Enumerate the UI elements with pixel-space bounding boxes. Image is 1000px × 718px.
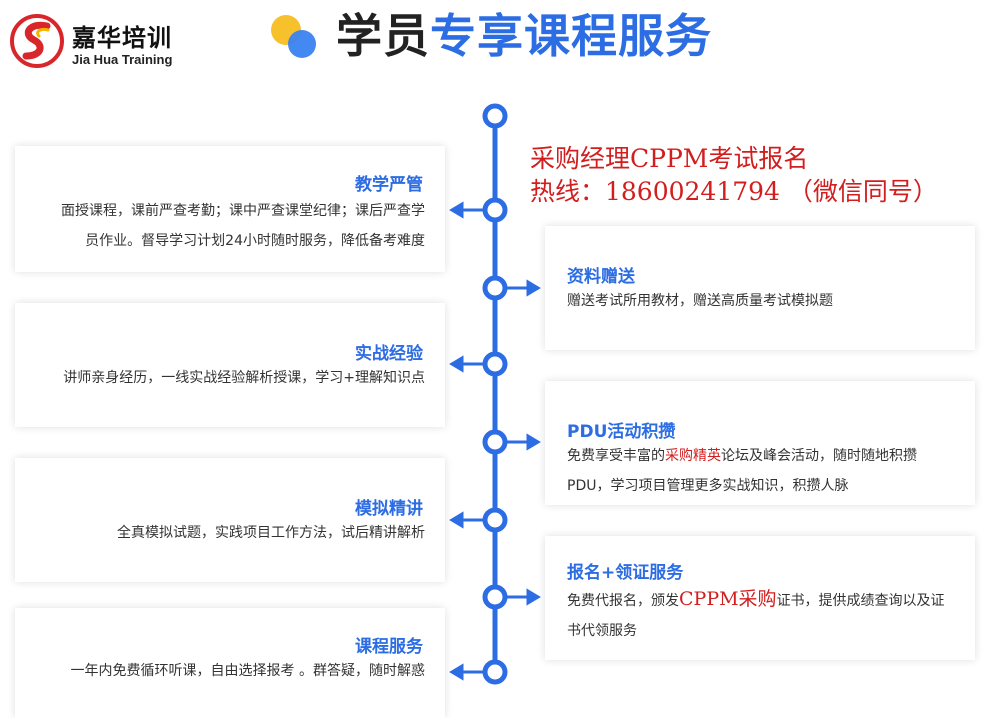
card-registration-certificate: 报名+领证服务 免费代报名，颁发CPPM采购证书，提供成绩查询以及证 书代领服务 bbox=[545, 536, 975, 660]
timeline-node bbox=[482, 659, 508, 685]
body-text: 免费享受丰富的 bbox=[567, 448, 665, 464]
card-body-line: 赠送考试所用教材，赠送高质量考试模拟题 bbox=[567, 293, 833, 309]
brand-emblem-icon bbox=[10, 14, 64, 68]
brand-name-en: Jia Hua Training bbox=[72, 52, 173, 67]
card-title: 资料赠送 bbox=[567, 267, 635, 287]
timeline-node bbox=[482, 275, 508, 301]
card-title: 报名+领证服务 bbox=[567, 563, 684, 583]
card-body: 讲师亲身经历，一线实战经验解析授课，学习+理解知识点 bbox=[63, 363, 425, 393]
card-mock-exam: 模拟精讲 全真模拟试题，实践项目工作方法，试后精讲解析 bbox=[15, 458, 445, 582]
body-text: 免费代报名，颁发 bbox=[567, 593, 679, 609]
card-body: 免费代报名，颁发CPPM采购证书，提供成绩查询以及证 书代领服务 bbox=[567, 584, 945, 646]
card-body-line: 讲师亲身经历，一线实战经验解析授课，学习+理解知识点 bbox=[63, 370, 425, 386]
card-body-line: 一年内免费循环听课，自由选择报考 。群答疑，随时解惑 bbox=[70, 663, 425, 679]
card-title: 实战经验 bbox=[355, 344, 423, 364]
card-practical-experience: 实战经验 讲师亲身经历，一线实战经验解析授课，学习+理解知识点 bbox=[15, 303, 445, 427]
timeline-node bbox=[482, 103, 508, 129]
card-body-line: 面授课程，课前严查考勤；课中严查课堂纪律；课后严查学 bbox=[61, 203, 425, 219]
card-course-service: 课程服务 一年内免费循环听课，自由选择报考 。群答疑，随时解惑 bbox=[15, 608, 445, 718]
card-body-line: 书代领服务 bbox=[567, 623, 637, 639]
card-body-line: 员作业。督导学习计划24小时随时服务，降低备考难度 bbox=[85, 233, 425, 249]
card-body: 一年内免费循环听课，自由选择报考 。群答疑，随时解惑 bbox=[71, 656, 425, 686]
card-title: 模拟精讲 bbox=[355, 499, 423, 519]
timeline bbox=[449, 103, 541, 685]
card-body-line: 免费享受丰富的采购精英论坛及峰会活动，随时随地积攒 bbox=[567, 441, 917, 471]
page-title-part1: 学员 bbox=[336, 9, 430, 63]
timeline-node bbox=[482, 507, 508, 533]
hotline-line2: 热线：18600241794 （微信同号） bbox=[530, 177, 938, 206]
highlight-text: 采购精英 bbox=[665, 448, 721, 464]
card-body-line: PDU，学习项目管理更多实战知识，积攒人脉 bbox=[567, 478, 849, 494]
card-teaching-management: 教学严管 面授课程，课前严查考勤；课中严查课堂纪律；课后严查学 员作业。督导学习… bbox=[15, 146, 445, 272]
card-body: 面授课程，课前严查考勤；课中严查课堂纪律；课后严查学 员作业。督导学习计划24小… bbox=[61, 196, 425, 256]
highlight-text: CPPM采购 bbox=[679, 588, 777, 610]
hotline-text: 采购经理CPPM考试报名 热线：18600241794 （微信同号） bbox=[530, 142, 938, 208]
card-body: 全真模拟试题，实践项目工作方法，试后精讲解析 bbox=[117, 518, 425, 548]
card-body-line: 全真模拟试题，实践项目工作方法，试后精讲解析 bbox=[117, 525, 425, 541]
card-body: 赠送考试所用教材，赠送高质量考试模拟题 bbox=[567, 286, 833, 316]
brand-logo: 嘉华培训 Jia Hua Training bbox=[10, 12, 195, 70]
card-body: 免费享受丰富的采购精英论坛及峰会活动，随时随地积攒 PDU，学习项目管理更多实战… bbox=[567, 441, 917, 501]
timeline-node bbox=[482, 584, 508, 610]
card-pdu-accumulation: PDU活动积攒 免费享受丰富的采购精英论坛及峰会活动，随时随地积攒 PDU，学习… bbox=[545, 381, 975, 505]
hotline-line1: 采购经理CPPM考试报名 bbox=[530, 144, 809, 173]
body-text: 论坛及峰会活动，随时随地积攒 bbox=[721, 448, 917, 464]
brand-name-cn: 嘉华培训 bbox=[72, 24, 172, 52]
page-title-part2: 专享课程服务 bbox=[430, 9, 712, 63]
timeline-node bbox=[482, 429, 508, 455]
timeline-node bbox=[482, 351, 508, 377]
card-body-line: 免费代报名，颁发CPPM采购证书，提供成绩查询以及证 bbox=[567, 584, 945, 616]
timeline-node bbox=[482, 197, 508, 223]
card-title: PDU活动积攒 bbox=[567, 422, 676, 442]
page-title: 学员专享课程服务 bbox=[336, 4, 712, 68]
body-text: 证书，提供成绩查询以及证 bbox=[776, 593, 945, 609]
card-title: 教学严管 bbox=[355, 175, 423, 195]
card-title: 课程服务 bbox=[355, 637, 423, 657]
decorative-dots-icon bbox=[271, 15, 316, 58]
card-materials-gift: 资料赠送 赠送考试所用教材，赠送高质量考试模拟题 bbox=[545, 226, 975, 350]
